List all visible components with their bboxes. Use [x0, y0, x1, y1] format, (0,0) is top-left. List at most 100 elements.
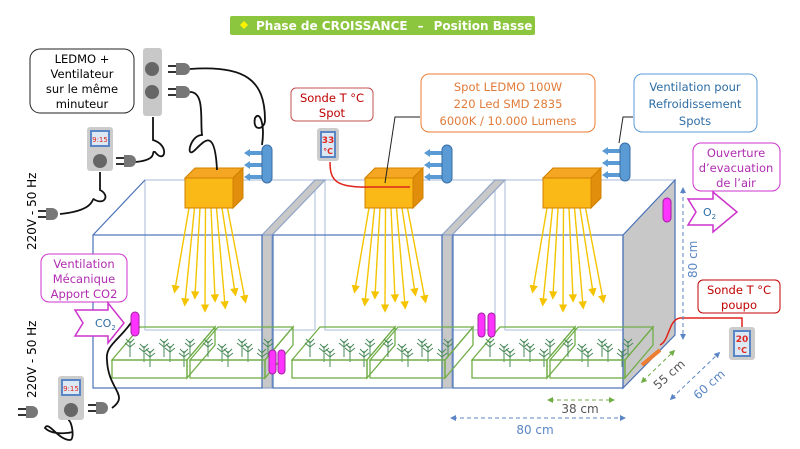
plant-icon — [358, 348, 370, 367]
plant-icon — [582, 348, 594, 367]
light-ray — [390, 207, 400, 303]
svg-text:LEDMO +: LEDMO + — [55, 52, 110, 66]
svg-text:O2: O2 — [703, 206, 716, 221]
cooling-callout: Ventilation pour Refroidissement Spots — [618, 73, 758, 144]
light-ray — [558, 207, 568, 313]
plant-icon — [576, 343, 588, 362]
timer-note-callout: LEDMO + Ventilateur sur le même minuteur — [29, 48, 135, 114]
light-ray — [200, 207, 210, 313]
light-ray — [584, 207, 607, 304]
plant-tray — [368, 325, 475, 380]
power-strip — [143, 48, 190, 116]
plant-icon — [622, 338, 634, 357]
svg-text:poupo: poupo — [721, 298, 757, 312]
power-label-bottom: 220V - 50 Hz — [25, 321, 39, 398]
plant-icon — [602, 343, 614, 362]
intake-fan — [130, 311, 140, 337]
light-ray — [215, 207, 229, 310]
svg-text:Refroidissement: Refroidissement — [649, 97, 742, 111]
plant-icon — [138, 343, 150, 362]
plant-icon — [524, 343, 536, 362]
led-spot — [529, 166, 607, 313]
spot-spec-callout: Spot LEDMO 100W 220 Led SMD 2835 6000K /… — [384, 73, 596, 184]
light-ray — [371, 207, 381, 300]
plant-icon — [184, 338, 196, 357]
plant-icon — [442, 338, 454, 357]
tent-structure — [92, 178, 676, 390]
light-ray — [529, 207, 548, 294]
light-ray — [549, 207, 559, 300]
plant-icon — [216, 343, 228, 362]
timer-bottom: 9:15 — [18, 376, 108, 420]
svg-text:CO2: CO2 — [95, 317, 116, 332]
phase-label: Phase de CROISSANCE — [256, 19, 408, 33]
position-label: Position Basse — [434, 19, 533, 33]
plant-icon — [304, 338, 316, 357]
plant-icon — [518, 338, 530, 357]
plant-icon — [164, 343, 176, 362]
light-ray — [406, 207, 429, 304]
plug-icon — [96, 402, 108, 414]
fan-group — [244, 142, 631, 184]
plant-icon — [158, 338, 170, 357]
svg-text:Spots: Spots — [679, 114, 711, 128]
cooling-fan — [244, 144, 273, 184]
light-ray — [380, 207, 390, 313]
diamond-icon — [240, 21, 248, 29]
light-ray — [221, 207, 239, 297]
plant-icon — [242, 343, 254, 362]
svg-text:6000K / 10.000 Lumens: 6000K / 10.000 Lumens — [440, 114, 577, 128]
exhaust-callout: Ouverture d’evacuation de l’air O2 — [662, 142, 781, 234]
plug-icon — [46, 208, 58, 220]
svg-text:Ventilation pour: Ventilation pour — [649, 80, 741, 94]
plant-icon — [344, 343, 356, 362]
plug-icon — [124, 155, 136, 167]
plant-icon — [222, 348, 234, 367]
plant-icon — [318, 343, 330, 362]
plant-icon — [436, 348, 448, 367]
dim-tray-depth: 55 cm — [651, 357, 688, 392]
plant-tray — [110, 325, 217, 380]
plant-icon — [396, 343, 408, 362]
svg-text:Sonde T °C: Sonde T °C — [300, 91, 364, 105]
probe-spot-callout: Sonde T °C Spot 33 °C — [290, 87, 410, 188]
led-spot — [351, 166, 429, 313]
light-ray — [539, 207, 554, 307]
dim-box-width: 80 cm — [516, 423, 553, 437]
svg-text:220 Led SMD 2835: 220 Led SMD 2835 — [454, 97, 563, 111]
plant-icon — [422, 343, 434, 362]
plant-tray — [188, 325, 295, 380]
svg-text:Sonde T °C: Sonde T °C — [707, 283, 771, 297]
svg-text:°C: °C — [323, 147, 333, 156]
svg-text:d’evacuation: d’evacuation — [699, 161, 774, 175]
plant-icon — [178, 348, 190, 367]
title-text: Phase de CROISSANCE–Position Basse — [256, 19, 532, 33]
plant-tray — [470, 325, 577, 380]
title-separator: – — [418, 19, 424, 33]
svg-text:Mécanique: Mécanique — [53, 272, 116, 286]
plant-icon — [498, 343, 510, 362]
plant-icon — [256, 348, 268, 367]
timer-display: 9:15 — [63, 385, 79, 393]
plant-icon — [324, 348, 336, 367]
dim-box-depth: 60 cm — [691, 367, 728, 402]
plant-icon — [616, 348, 628, 367]
plant-icon — [596, 338, 608, 357]
plant-icon — [338, 338, 350, 357]
light-ray — [226, 207, 249, 304]
svg-text:Apport CO2: Apport CO2 — [51, 287, 118, 301]
plant-icon — [144, 348, 156, 367]
light-ray — [573, 207, 587, 310]
dim-height: 80 cm — [686, 241, 700, 278]
lamp-group — [171, 166, 607, 313]
plant-tray — [548, 325, 655, 380]
intake-callout: Ventilation Mécanique Apport CO2 CO2 — [40, 253, 140, 346]
plant-icon — [504, 348, 516, 367]
plant-icon — [124, 338, 136, 357]
cooling-fan — [602, 142, 631, 182]
light-ray — [210, 207, 220, 303]
cooling-fan — [424, 144, 453, 184]
svg-text:de l’air: de l’air — [716, 176, 756, 190]
plant-icon — [484, 338, 496, 357]
